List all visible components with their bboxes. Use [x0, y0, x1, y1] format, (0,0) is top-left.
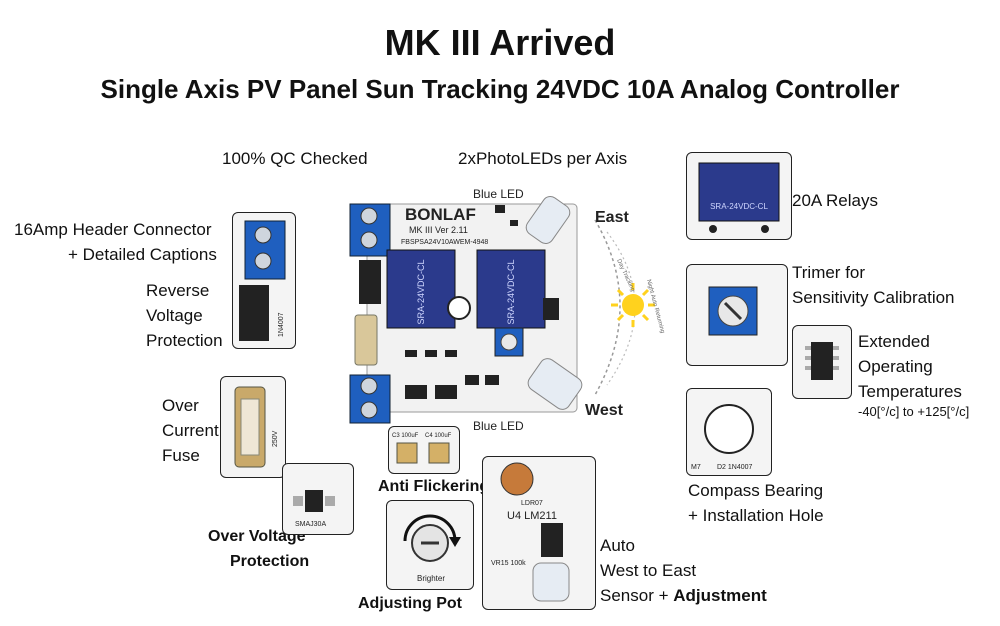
auto-sensor-photo: LDR07 U4 LM211 VR15 100k — [482, 456, 596, 610]
header-connector-caption-1: 16Amp Header Connector — [14, 220, 212, 239]
reverse-caption-1: Reverse — [146, 281, 210, 300]
ext-range-caption: -40[°/c] to +125[°/c] — [858, 404, 970, 419]
auto-caption-3: Sensor + Adjustment — [600, 583, 767, 608]
auto-caption-1: Auto — [600, 536, 635, 555]
anti-flicker-caption: Anti Flickering — [378, 478, 490, 495]
svg-text:SRA-24VDC-CL: SRA-24VDC-CL — [710, 202, 768, 211]
anti-flicker-capacitors-photo: C3 100uF C4 100uF — [388, 426, 460, 474]
reverse-caption-3: Protection — [146, 331, 223, 350]
west-label: West — [585, 402, 624, 419]
svg-text:U4 LM211: U4 LM211 — [507, 510, 557, 522]
ext-caption-1: Extended — [858, 332, 930, 351]
svg-text:SRA-24VDC-CL: SRA-24VDC-CL — [416, 259, 426, 324]
compass-hole — [447, 296, 471, 320]
reverse-caption-2: Voltage — [146, 306, 203, 325]
svg-text:Brighter: Brighter — [417, 574, 445, 583]
over-voltage-caption-1: Over Voltage — [208, 528, 306, 545]
trimer-caption-1: Trimer for — [792, 263, 866, 282]
header-connector-photo: 1N4007 — [232, 212, 296, 349]
over-current-caption-1: Over — [162, 396, 199, 415]
trimer-caption-2: Sensitivity Calibration — [792, 288, 955, 307]
day-tracking-arc — [594, 219, 621, 396]
trimmer-photo — [686, 264, 788, 366]
fuse-holder — [354, 314, 378, 366]
adjusting-pot-caption: Adjusting Pot — [358, 595, 462, 612]
over-current-caption-3: Fuse — [162, 446, 200, 465]
ext-caption-2: Operating — [858, 357, 933, 376]
svg-text:M7: M7 — [691, 464, 701, 471]
svg-text:C4 100uF: C4 100uF — [425, 433, 452, 439]
compass-caption-2: + Installation Hole — [688, 506, 824, 525]
east-label: East — [595, 209, 629, 226]
svg-text:SMAJ30A: SMAJ30A — [295, 521, 326, 528]
ic-temperature-photo — [792, 325, 852, 399]
svg-text:C3 100uF: C3 100uF — [392, 433, 419, 439]
page-title: MK III Arrived — [384, 22, 616, 63]
over-current-caption-2: Current — [162, 421, 219, 440]
sun-icon — [611, 283, 655, 327]
tvs-diode-photo: SMAJ30A — [282, 463, 354, 535]
photo-led-top — [525, 196, 571, 244]
fuse-photo: 250V — [220, 376, 286, 478]
relay-photo: SRA-24VDC-CL — [686, 152, 792, 240]
photoleds-caption: 2xPhotoLEDs per Axis — [458, 149, 628, 168]
ext-caption-3: Temperatures — [858, 382, 962, 401]
svg-text:1N4007: 1N4007 — [278, 312, 285, 337]
smd-components — [405, 205, 518, 399]
compass-caption-1: Compass Bearing — [688, 481, 824, 500]
photo-led-bottom — [527, 358, 583, 410]
blue-led-top-label: Blue LED — [473, 187, 524, 201]
qc-caption: 100% QC Checked — [222, 149, 368, 168]
adjusting-pot-photo: Brighter — [386, 500, 474, 590]
compass-hole-photo: M7 D2 1N4007 — [686, 388, 772, 476]
relays-caption: 20A Relays — [792, 191, 878, 210]
header-connector-caption-2: + Detailed Captions — [68, 245, 217, 264]
blue-led-bottom-label: Blue LED — [473, 419, 524, 430]
top-terminal-block — [349, 203, 391, 257]
svg-text:VR15 100k: VR15 100k — [491, 560, 526, 567]
relay-right: SRA-24VDC-CL — [476, 249, 546, 329]
ic-chip — [543, 298, 559, 320]
auto-caption-2: West to East — [600, 561, 697, 580]
svg-text:SRA-24VDC-CL: SRA-24VDC-CL — [506, 259, 516, 324]
svg-text:LDR07: LDR07 — [521, 500, 543, 507]
page-subtitle: Single Axis PV Panel Sun Tracking 24VDC … — [100, 74, 900, 104]
board-part: FBSPSA24V10AWEM-4948 — [401, 239, 488, 246]
over-voltage-caption-2: Protection — [230, 553, 310, 570]
board-brand: BONLAF — [405, 205, 476, 224]
board-model: MK III Ver 2.11 — [409, 225, 468, 235]
bottom-terminal-block — [349, 374, 391, 424]
relay-left: SRA-24VDC-CL — [386, 249, 456, 329]
controller-board-illustration: SRA-24VDC-CL SRA-24VDC-CL BONLAF MK III … — [349, 187, 665, 430]
svg-text:D2 1N4007: D2 1N4007 — [717, 464, 753, 471]
auto-caption-3a: Sensor + — [600, 586, 674, 605]
reverse-diode-block — [359, 260, 381, 304]
svg-text:250V: 250V — [272, 430, 279, 447]
auto-caption-3b: Adjustment — [673, 586, 767, 605]
